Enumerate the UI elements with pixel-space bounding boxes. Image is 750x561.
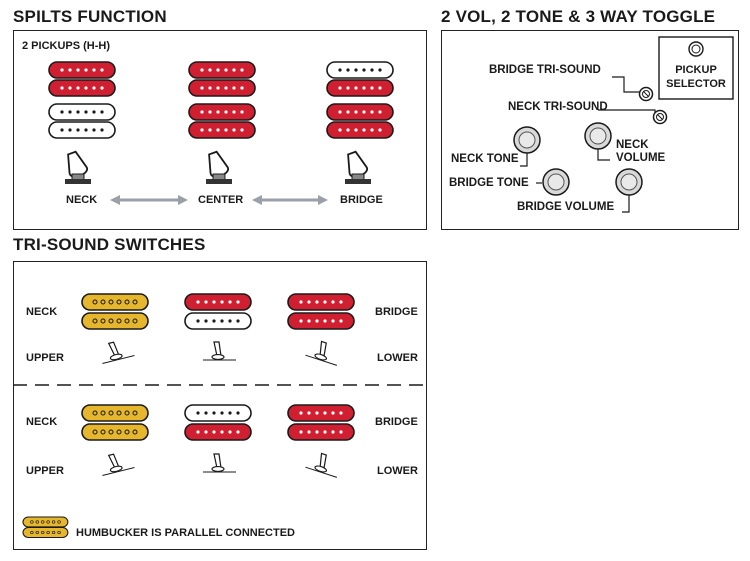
bridge-tone-knob-icon: [542, 168, 570, 196]
tri-bottom-lower-label: LOWER: [377, 465, 418, 477]
pickup-selector-label-1: PICKUP: [675, 64, 717, 76]
position-label-neck: NECK: [66, 194, 98, 206]
bridge-tri-sound-label: BRIDGE TRI-SOUND: [489, 64, 601, 76]
mini-switch-icon: [97, 449, 136, 477]
center-position-pickups: [188, 61, 256, 139]
tri-sound-top-pickups: [81, 293, 355, 330]
mini-switch-icon: [202, 453, 237, 473]
neck-position-pickups: [48, 61, 116, 139]
toggle-switch-icon: [342, 149, 372, 185]
tri-top-upper-label: UPPER: [26, 352, 64, 364]
tri-top-lower-label: LOWER: [377, 352, 418, 364]
mini-switch-icon: [97, 337, 136, 365]
controls-panel: [441, 30, 739, 230]
neck-volume-label-2: VOLUME: [616, 152, 666, 164]
bridge-tri-sound-switch-icon: [638, 86, 654, 102]
bridge-tone-label: BRIDGE TONE: [449, 177, 529, 189]
legend-label: HUMBUCKER IS PARALLEL CONNECTED: [76, 527, 295, 539]
neck-volume-knob-icon: [584, 122, 612, 150]
bridge-volume-knob-icon: [615, 168, 643, 196]
neck-tone-label: NECK TONE: [451, 153, 519, 165]
pickup-selector-label-2: SELECTOR: [666, 78, 726, 90]
neck-tone-knob-icon: [513, 126, 541, 154]
controls-heading: 2 VOL, 2 TONE & 3 WAY TOGGLE: [441, 7, 716, 26]
tri-sound-bottom-pickups: [81, 404, 355, 441]
splits-function-heading: SPILTS FUNCTION: [13, 7, 167, 26]
toggle-switch-icon: [203, 149, 233, 185]
mini-switch-icon: [202, 341, 237, 361]
legend-humbucker-icon: [22, 516, 69, 539]
pickups-subtitle: 2 PICKUPS (H-H): [22, 40, 111, 52]
tri-top-bridge-label: BRIDGE: [375, 306, 418, 318]
tri-bottom-upper-label: UPPER: [26, 465, 64, 477]
pickup-selector-box: [658, 36, 734, 100]
neck-tri-sound-label: NECK TRI-SOUND: [508, 101, 608, 113]
tri-bottom-neck-label: NECK: [26, 416, 58, 428]
position-arrow-icon: [110, 195, 328, 205]
tri-sound-panel: [13, 261, 427, 550]
pickup-selector-icon: [688, 41, 704, 57]
tri-top-neck-label: NECK: [26, 306, 58, 318]
bridge-position-pickups: [326, 61, 394, 139]
tri-bottom-bridge-label: BRIDGE: [375, 416, 418, 428]
toggle-switch-icon: [62, 149, 92, 185]
position-label-bridge: BRIDGE: [340, 194, 383, 206]
neck-tri-sound-switch-icon: [652, 109, 668, 125]
tri-sound-heading: TRI-SOUND SWITCHES: [13, 235, 206, 254]
mini-switch-icon: [304, 337, 344, 366]
splits-function-panel: [13, 30, 427, 230]
mini-switch-icon: [304, 449, 344, 478]
position-label-center: CENTER: [198, 194, 244, 206]
bridge-volume-label: BRIDGE VOLUME: [517, 201, 615, 213]
neck-volume-label-1: NECK: [616, 139, 649, 151]
